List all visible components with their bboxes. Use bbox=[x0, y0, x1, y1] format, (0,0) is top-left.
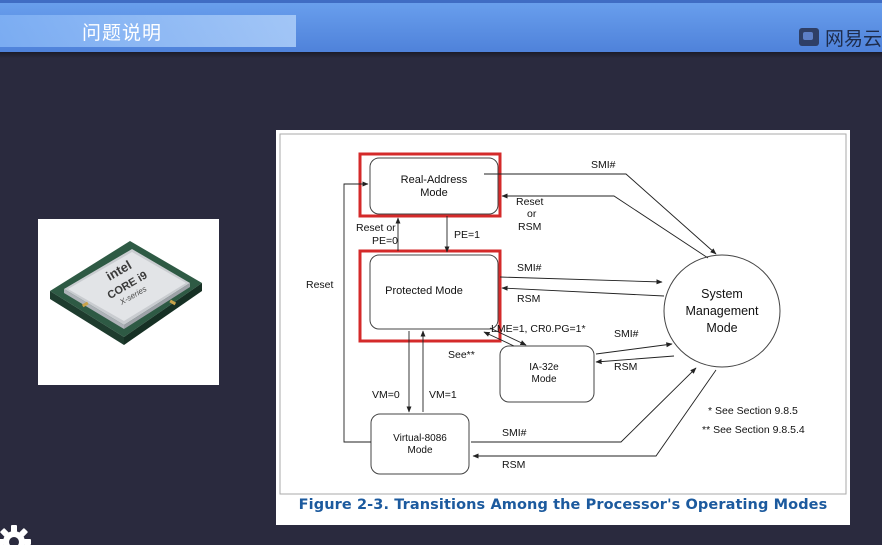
brand: 网易云 bbox=[798, 24, 882, 50]
node-ia32e-label-1: IA-32e bbox=[529, 362, 559, 373]
node-protected-mode bbox=[369, 254, 499, 330]
label-reset-left: Reset bbox=[306, 279, 334, 291]
label-rsm-protected: RSM bbox=[517, 293, 540, 305]
node-ia32e-label-2: Mode bbox=[531, 374, 556, 385]
node-real-address-label-2: Mode bbox=[420, 187, 448, 199]
note-section-985: * See Section 9.8.5 bbox=[708, 405, 798, 417]
arrow-smi-v86 bbox=[471, 367, 697, 443]
node-protected-label: Protected Mode bbox=[385, 285, 463, 297]
node-v8086-label-2: Mode bbox=[407, 445, 432, 456]
settings-gear-icon[interactable] bbox=[0, 522, 34, 545]
node-virtual-8086-mode bbox=[370, 413, 470, 475]
label-rsm-v86: RSM bbox=[502, 459, 525, 471]
label-vm1: VM=1 bbox=[429, 389, 457, 401]
arrow-see bbox=[483, 331, 515, 347]
label-smi-ia32e: SMI# bbox=[614, 328, 639, 340]
arrow-reset-left bbox=[343, 181, 371, 443]
mode-transition-figure: Real-Address Mode Protected Mode System … bbox=[276, 130, 850, 525]
header-bar: 问题说明 网易云 bbox=[0, 0, 882, 52]
arrow-lme bbox=[489, 327, 527, 346]
arrow-smi-protected bbox=[499, 276, 663, 285]
node-smm-label-3: Mode bbox=[706, 321, 737, 335]
arrow-smi-ia32e bbox=[595, 342, 673, 355]
cpu-heatspreader-top bbox=[68, 252, 186, 321]
note-section-9854: ** See Section 9.8.5.4 bbox=[702, 424, 805, 436]
node-smm-label-2: Management bbox=[686, 304, 759, 318]
arrow-rsm-ia32e bbox=[595, 355, 675, 365]
label-reset-rsm-1: Reset bbox=[516, 196, 544, 208]
label-pe1: PE=1 bbox=[454, 229, 480, 241]
highlight-protected-mode bbox=[358, 249, 502, 343]
label-reset-or-2: PE=0 bbox=[372, 235, 398, 247]
label-vm0: VM=0 bbox=[372, 389, 400, 401]
brand-logo-icon bbox=[798, 28, 819, 46]
arrow-smi-real bbox=[484, 173, 717, 255]
label-reset-or-1: Reset or bbox=[356, 222, 396, 234]
header-top-line bbox=[0, 0, 882, 3]
label-reset-rsm-2: or bbox=[527, 208, 537, 220]
arrow-rsm-v86 bbox=[472, 369, 717, 459]
highlight-real-address-mode bbox=[358, 152, 502, 218]
title-banner bbox=[0, 15, 296, 47]
cpu-photo: intel CORE i9 X-series bbox=[38, 219, 219, 385]
node-v8086-label-1: Virtual-8086 bbox=[393, 433, 447, 444]
label-rsm-ia32e: RSM bbox=[614, 361, 637, 373]
node-smm-label-1: System bbox=[701, 287, 743, 301]
arrow-rsm-real bbox=[501, 193, 709, 259]
arrow-rsm-protected bbox=[501, 285, 665, 297]
node-system-management-mode bbox=[663, 254, 781, 368]
label-smi-v86: SMI# bbox=[502, 427, 527, 439]
label-lme: LME=1, CR0.PG=1* bbox=[491, 323, 586, 335]
figure-caption: Figure 2-3. Transitions Among the Proces… bbox=[298, 497, 828, 513]
node-real-address-label-1: Real-Address bbox=[401, 174, 468, 186]
header-shadow bbox=[0, 52, 882, 58]
cpu-substrate-side bbox=[50, 291, 124, 345]
cpu-illustration: intel CORE i9 X-series bbox=[50, 241, 202, 345]
label-smi-top: SMI# bbox=[591, 159, 616, 171]
cpu-substrate-side2 bbox=[124, 283, 202, 345]
page-title: 问题说明 bbox=[82, 22, 163, 44]
brand-name: 网易云 bbox=[824, 27, 882, 50]
node-real-address-mode bbox=[369, 157, 499, 215]
label-reset-rsm-3: RSM bbox=[518, 221, 541, 233]
node-ia32e-mode bbox=[499, 345, 595, 403]
label-smi-protected: SMI# bbox=[517, 262, 542, 274]
label-see: See** bbox=[448, 349, 475, 361]
mode-diagram: Real-Address Mode Protected Mode System … bbox=[279, 133, 847, 495]
